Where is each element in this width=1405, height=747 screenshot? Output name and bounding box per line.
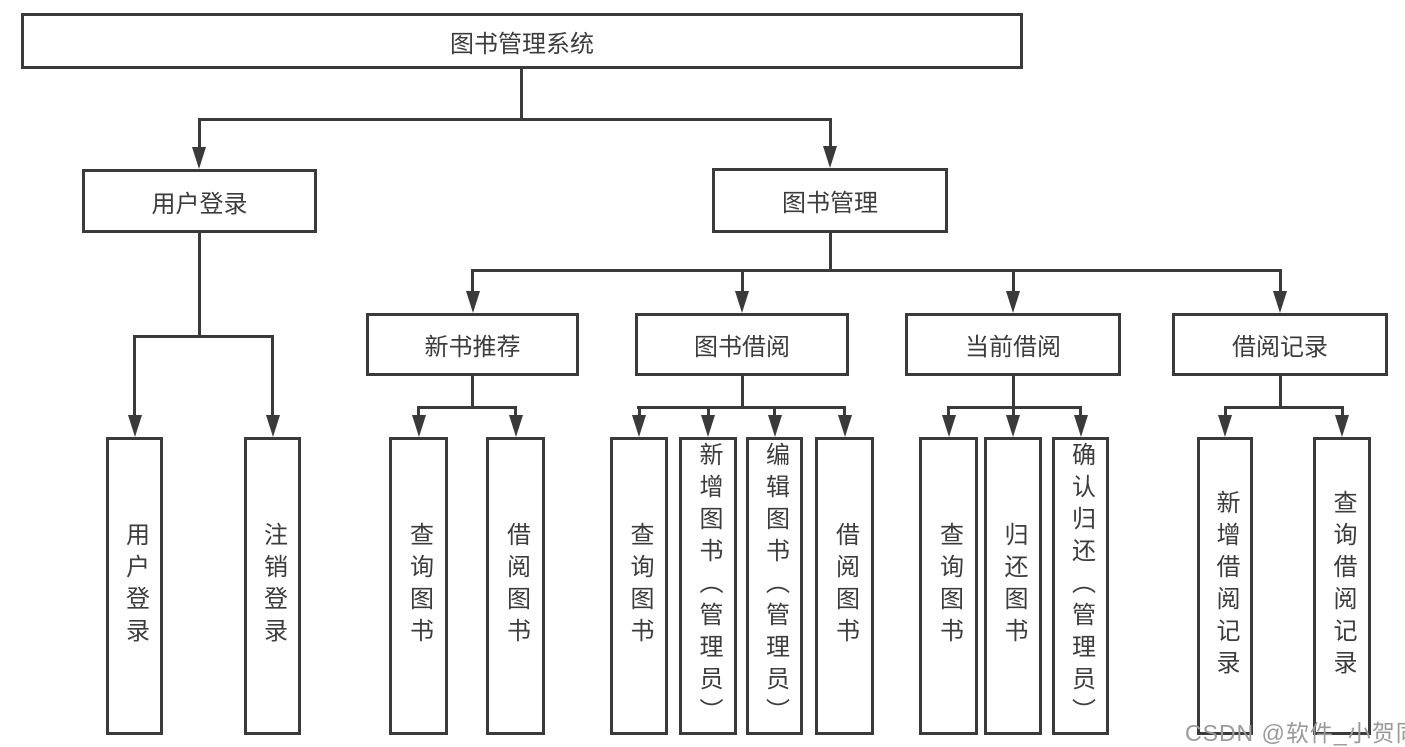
connector-leaf-stem bbox=[773, 406, 776, 415]
connector-current-stem bbox=[1012, 376, 1015, 408]
arrow-down-icon bbox=[128, 415, 142, 437]
connector-newbook-stem bbox=[471, 376, 474, 408]
node-current-borrowing: 当前借阅 bbox=[905, 313, 1121, 376]
connector-leaf-stem bbox=[514, 406, 517, 415]
arrow-down-icon bbox=[632, 415, 646, 437]
arrow-down-icon bbox=[192, 147, 206, 169]
connector-to-login-leaf bbox=[133, 335, 136, 415]
connector-root-stem bbox=[520, 69, 523, 121]
connector-leaf-stem bbox=[707, 406, 710, 415]
connector-leaf-stem bbox=[1012, 406, 1015, 415]
connector-login-stem bbox=[198, 233, 201, 337]
connector-newbook-bar bbox=[417, 406, 517, 409]
leaf-newbook-borrow-books: 借阅图书 bbox=[486, 437, 545, 735]
arrow-down-icon bbox=[1218, 415, 1232, 437]
arrow-down-icon bbox=[838, 415, 852, 437]
arrow-down-icon bbox=[701, 415, 715, 437]
arrow-down-icon bbox=[412, 415, 426, 437]
connector-leaf-stem bbox=[843, 406, 846, 415]
node-new-book-recommend: 新书推荐 bbox=[366, 313, 579, 376]
node-book-borrowing: 图书借阅 bbox=[635, 313, 849, 376]
connector-root-bar bbox=[198, 118, 832, 121]
connector-borrow-bar bbox=[637, 406, 846, 409]
arrow-down-icon bbox=[823, 146, 837, 168]
leaf-borrow-books: 借阅图书 bbox=[815, 437, 874, 735]
arrow-down-icon bbox=[942, 415, 956, 437]
arrow-down-icon bbox=[1006, 291, 1020, 313]
connector-to-user-login bbox=[198, 118, 201, 149]
leaf-borrow-query-books: 查询图书 bbox=[610, 437, 668, 735]
csdn-watermark: CSDN @软件_小贺同学 bbox=[1185, 720, 1405, 746]
leaf-user-login: 用户登录 bbox=[106, 437, 163, 735]
connector-to-logout-leaf bbox=[271, 335, 274, 415]
connector-to-current-borrow bbox=[1012, 269, 1015, 292]
leaf-add-books-admin: 新增图书（管理员） bbox=[679, 437, 737, 735]
arrow-down-icon bbox=[1273, 291, 1287, 313]
leaf-edit-books-admin: 编辑图书（管理员） bbox=[746, 437, 803, 735]
connector-leaf-stem bbox=[638, 406, 641, 415]
node-user-login: 用户登录 bbox=[82, 169, 317, 233]
arrow-down-icon bbox=[1335, 415, 1349, 437]
leaf-confirm-return-admin: 确认归还（管理员） bbox=[1052, 437, 1109, 735]
connector-leaf-stem bbox=[1079, 406, 1082, 415]
arrow-down-icon bbox=[466, 291, 480, 313]
connector-leaf-stem bbox=[417, 406, 420, 415]
connector-records-bar bbox=[1224, 406, 1343, 409]
arrow-down-icon bbox=[1006, 415, 1020, 437]
node-borrow-records: 借阅记录 bbox=[1172, 313, 1388, 376]
leaf-current-query-books: 查询图书 bbox=[919, 437, 978, 735]
connector-borrow-stem bbox=[741, 376, 744, 408]
arrow-down-icon bbox=[266, 415, 280, 437]
connector-login-bar bbox=[133, 335, 274, 338]
arrow-down-icon bbox=[768, 415, 782, 437]
leaf-newbook-query-books: 查询图书 bbox=[389, 437, 448, 735]
connector-leaf-stem bbox=[947, 406, 950, 415]
arrow-down-icon bbox=[509, 415, 523, 437]
node-library-management-system: 图书管理系统 bbox=[21, 13, 1023, 69]
leaf-query-borrow-record: 查询借阅记录 bbox=[1313, 437, 1371, 735]
leaf-return-books: 归还图书 bbox=[984, 437, 1042, 735]
leaf-logout: 注销登录 bbox=[244, 437, 301, 735]
connector-to-book-borrow bbox=[741, 269, 744, 292]
connector-records-stem bbox=[1279, 376, 1282, 408]
connector-leaf-stem bbox=[1341, 406, 1344, 415]
connector-mgmt-stem bbox=[829, 233, 832, 270]
arrow-down-icon bbox=[1074, 415, 1088, 437]
connector-leaf-stem bbox=[1224, 406, 1227, 415]
arrow-down-icon bbox=[735, 291, 749, 313]
connector-to-new-books bbox=[471, 269, 474, 292]
connector-mgmt-bar bbox=[471, 269, 1282, 272]
connector-to-book-mgmt bbox=[829, 118, 832, 148]
connector-to-borrow-records bbox=[1279, 269, 1282, 292]
leaf-add-borrow-record: 新增借阅记录 bbox=[1197, 437, 1253, 735]
node-book-management: 图书管理 bbox=[712, 168, 948, 233]
